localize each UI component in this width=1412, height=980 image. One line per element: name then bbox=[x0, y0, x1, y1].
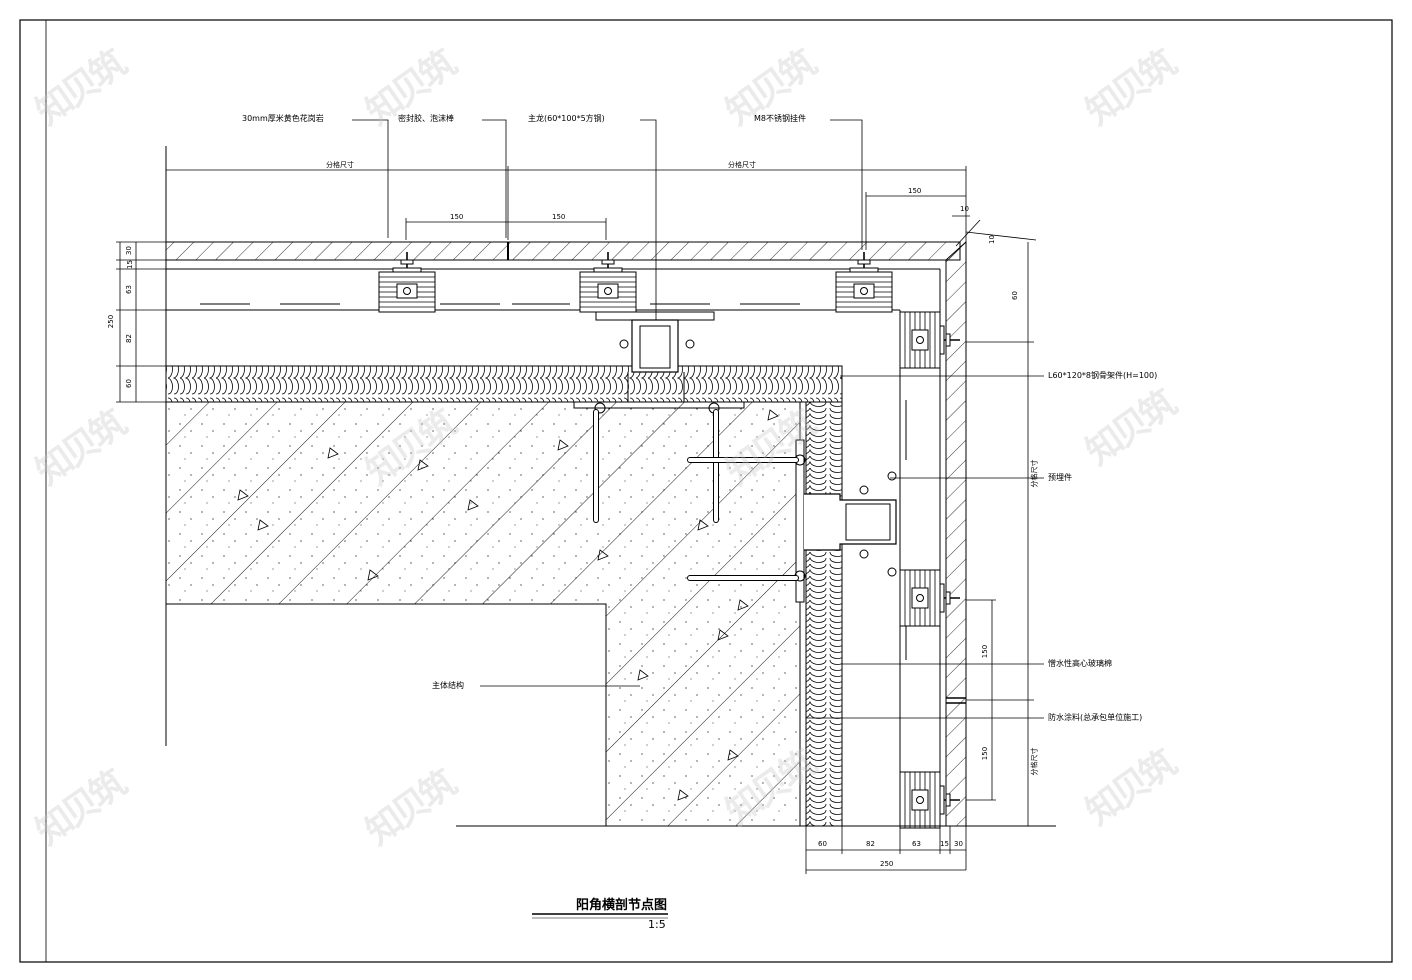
drawing-title: 阳角横剖节点图 bbox=[576, 898, 668, 913]
right-dimensions bbox=[966, 242, 1034, 826]
concrete-dots bbox=[166, 402, 800, 826]
dim-v63: 63 bbox=[124, 285, 133, 294]
label-bolt: M8不锈钢挂件 bbox=[754, 114, 806, 123]
dim-v60: 60 bbox=[124, 379, 133, 388]
dim-corner-10b: 10 bbox=[987, 235, 996, 244]
dim-right-150b: 150 bbox=[981, 746, 990, 761]
dim-right-60: 60 bbox=[1010, 291, 1019, 300]
label-angle: L60*120*8钢骨架件(H=100) bbox=[1048, 371, 1158, 380]
dim-top-right-span: 分格尺寸 bbox=[728, 161, 756, 169]
dim-b30: 30 bbox=[954, 840, 963, 848]
dim-right-span2: 分格尺寸 bbox=[1030, 747, 1039, 776]
dim-v250: 250 bbox=[107, 314, 116, 329]
dim-b63: 63 bbox=[912, 840, 921, 848]
dim-v15: 15 bbox=[125, 260, 134, 269]
label-embed: 预埋件 bbox=[1048, 473, 1072, 482]
stone-panel-top bbox=[165, 241, 961, 261]
dim-corner-10a: 10 bbox=[960, 205, 969, 213]
label-tube: 主龙(60*100*5方钢) bbox=[528, 114, 605, 123]
insulation-right bbox=[805, 401, 843, 827]
dim-v30: 30 bbox=[124, 246, 133, 255]
dim-top-left-span: 分格尺寸 bbox=[326, 161, 354, 169]
steel-tube-top bbox=[573, 311, 745, 523]
top-dimensions bbox=[166, 166, 1037, 250]
label-stone: 30mm厚米黄色花岗岩 bbox=[242, 114, 324, 123]
label-structure: 主体结构 bbox=[432, 681, 464, 690]
leader-lines bbox=[352, 119, 1044, 719]
stone-panel-right bbox=[945, 240, 967, 827]
inner-frame bbox=[45, 19, 1393, 963]
label-sealant: 密封胶、泡沫棒 bbox=[398, 114, 454, 123]
dim-b60: 60 bbox=[818, 840, 827, 848]
dash-channel bbox=[200, 303, 907, 660]
dim-gap-left: 150 bbox=[450, 213, 464, 221]
label-waterproof: 防水涂料(总承包单位施工) bbox=[1048, 713, 1143, 722]
bracket-2 bbox=[579, 251, 637, 313]
bottom-dimensions bbox=[805, 826, 966, 874]
drawing-scale: 1:5 bbox=[648, 918, 666, 931]
dim-corner-150: 150 bbox=[908, 187, 922, 195]
dim-right-span1: 分格尺寸 bbox=[1030, 459, 1039, 488]
dim-b250: 250 bbox=[880, 860, 894, 868]
dim-b15: 15 bbox=[940, 840, 949, 848]
insulation-top bbox=[165, 365, 843, 403]
dim-v82: 82 bbox=[124, 334, 133, 343]
left-dimensions bbox=[116, 241, 166, 403]
bracket-1 bbox=[378, 251, 436, 313]
aggregate-marks bbox=[237, 409, 779, 801]
steel-tube-right bbox=[687, 439, 897, 603]
dim-gap-right: 150 bbox=[552, 213, 566, 221]
dim-b82: 82 bbox=[866, 840, 875, 848]
bracket-3 bbox=[835, 251, 893, 313]
label-insulation: 憎水性高心玻璃棉 bbox=[1048, 659, 1112, 668]
dim-right-150a: 150 bbox=[981, 644, 990, 659]
